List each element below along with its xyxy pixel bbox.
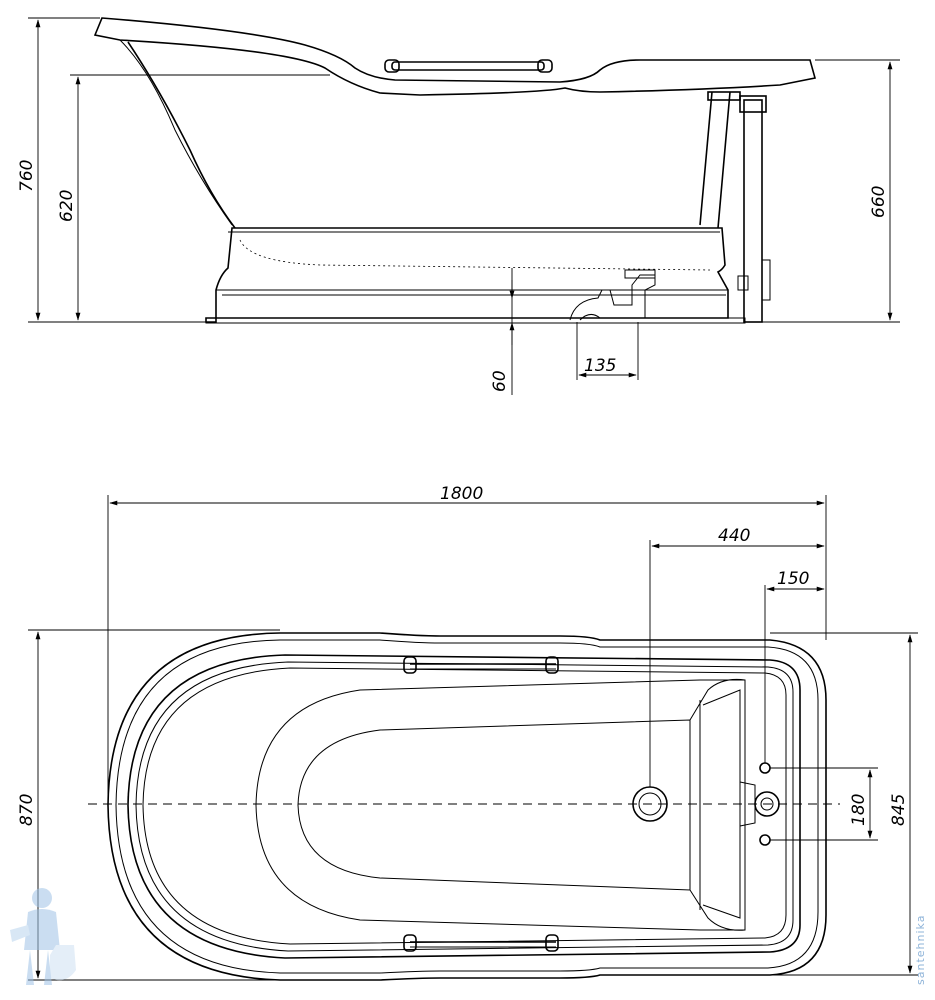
plumber-logo <box>10 888 76 985</box>
dim-tap-from-end: 150 <box>777 569 809 589</box>
dim-inner-width: 845 <box>889 794 909 826</box>
dim-drain-offset: 135 <box>584 356 616 376</box>
dim-tap-spacing: 180 <box>849 794 869 826</box>
dim-side-height-total: 760 <box>17 160 37 192</box>
side-tub-outline <box>93 17 817 96</box>
top-basin-outer <box>255 679 746 931</box>
top-outer-rim <box>107 632 827 981</box>
watermark-text: santehnika <box>914 915 927 985</box>
top-tap-hole-lower <box>759 834 771 846</box>
dim-width: 870 <box>17 794 37 826</box>
dim-drain-height: 60 <box>490 370 510 392</box>
side-drain-pipe <box>569 274 656 321</box>
dim-side-height-right: 660 <box>869 186 889 218</box>
dim-length: 1800 <box>440 484 483 504</box>
dim-drain-from-end: 440 <box>718 526 750 546</box>
dim-side-height-rim: 620 <box>57 190 77 222</box>
side-overflow-column <box>743 99 763 323</box>
top-tap-hole-upper <box>759 762 771 774</box>
side-handle <box>391 61 545 71</box>
side-view: 760 620 660 60 135 <box>17 17 900 395</box>
top-view: 1800 440 150 180 845 870 <box>17 484 918 981</box>
top-basin-inner <box>297 719 691 891</box>
